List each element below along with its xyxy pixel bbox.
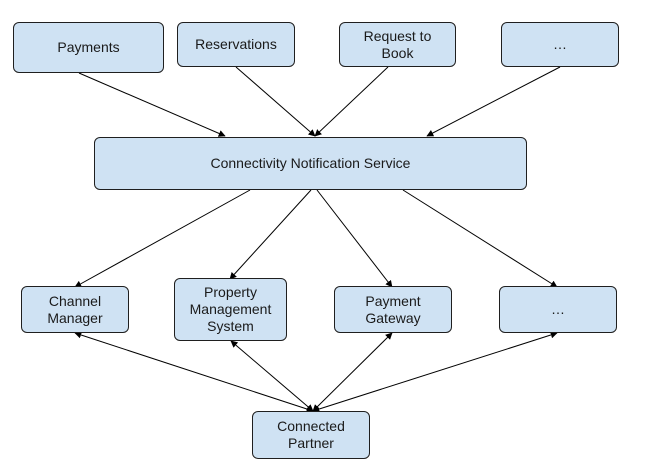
edge-payment-gateway-partner	[312, 332, 393, 412]
connectivity-notification-service-node: Connectivity Notification Service	[94, 137, 527, 190]
edge-cns-to-target-more	[402, 189, 558, 288]
edge-payments-to-cns	[78, 72, 226, 137]
property-management-system-label: Property Management System	[189, 284, 272, 334]
channel-manager-node: Channel Manager	[21, 286, 129, 333]
payments-node: Payments	[13, 22, 164, 73]
connectivity-notification-service-label: Connectivity Notification Service	[210, 155, 411, 171]
payment-gateway-node: Payment Gateway	[334, 286, 452, 333]
connected-partner-label: Connected Partner	[277, 418, 345, 451]
edge-channel-manager-partner	[74, 331, 314, 413]
edge-pms-partner	[230, 340, 314, 412]
target-more-node: …	[499, 286, 617, 333]
edge-target-more-partner	[312, 331, 558, 413]
request-to-book-label: Request to Book	[363, 27, 432, 61]
payments-label: Payments	[57, 39, 120, 55]
request-to-book-node: Request to Book	[339, 22, 456, 67]
source-more-label: …	[553, 36, 567, 52]
channel-manager-label: Channel Manager	[47, 292, 103, 326]
edge-cns-to-pms	[229, 189, 312, 280]
property-management-system-node: Property Management System	[174, 278, 287, 341]
edge-cns-to-payment-gateway	[316, 189, 393, 288]
edge-source-more-to-cns	[426, 66, 561, 137]
source-more-node: …	[501, 22, 619, 67]
payment-gateway-label: Payment Gateway	[365, 292, 421, 326]
edge-request-to-book-to-cns	[314, 66, 389, 137]
connected-partner-node: Connected Partner	[252, 411, 370, 459]
target-more-label: …	[551, 301, 565, 317]
reservations-node: Reservations	[177, 22, 295, 67]
edge-cns-to-channel-manager	[74, 189, 251, 288]
reservations-label: Reservations	[195, 36, 277, 52]
edge-reservations-to-cns	[235, 66, 316, 137]
